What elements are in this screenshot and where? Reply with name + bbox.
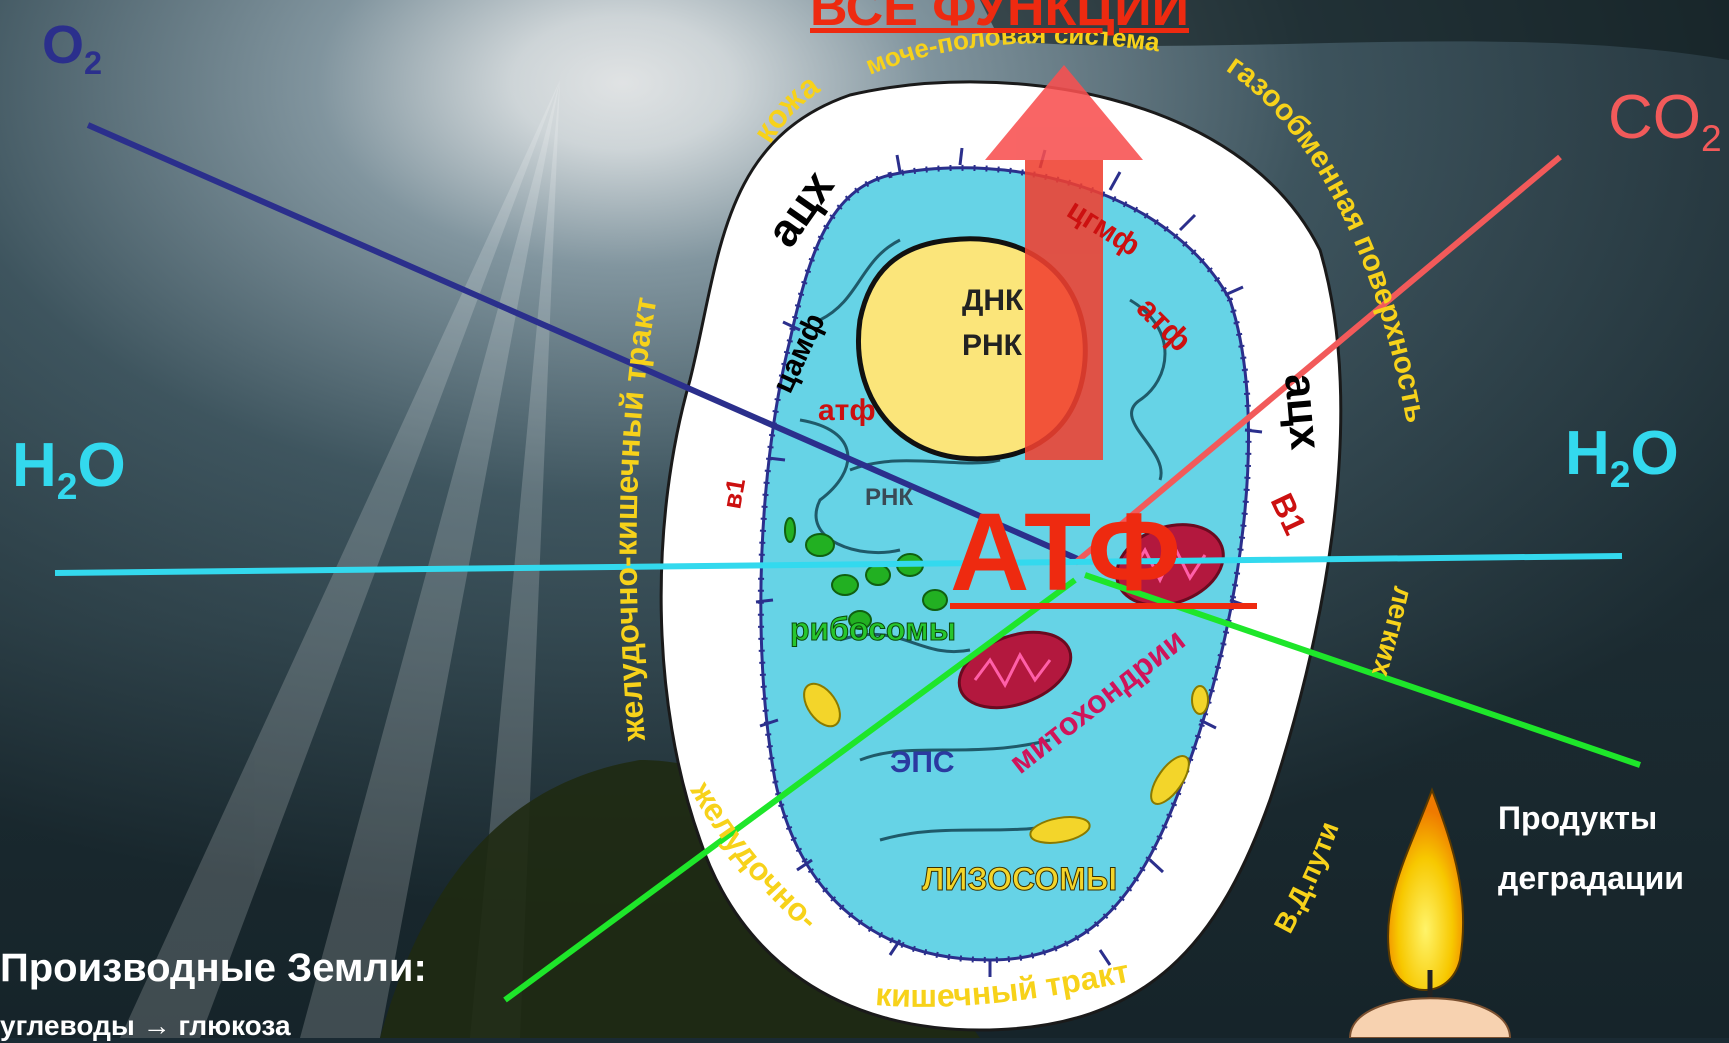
- atp-main-label: АТФ: [950, 491, 1181, 614]
- dark-clouds: [980, 0, 1729, 60]
- h2o-left-post: O: [77, 431, 126, 500]
- eps-label: ЭПС: [890, 746, 955, 779]
- earth-sub: углеводы → глюкоза: [0, 1010, 291, 1041]
- nucleus-dna-label: ДНК: [962, 284, 1024, 317]
- b1-left-label: в1: [716, 476, 751, 511]
- membrane-cilia: [755, 147, 1263, 977]
- earth-derivatives-line: [503, 577, 1077, 1003]
- lysosomes-label: ЛИЗОСОМЫ: [922, 861, 1117, 897]
- lysosomes: [803, 682, 1209, 844]
- atp-arrow: [985, 65, 1143, 460]
- mitochondria: [957, 523, 1225, 710]
- co2-sub: 2: [1701, 117, 1722, 160]
- earth-title: Производные Земли:: [0, 946, 427, 990]
- title: ВСЕ ФУНКЦИИ: [810, 0, 1190, 37]
- candle-icon: [1348, 787, 1512, 1039]
- nucleus-rna-label: РНК: [962, 329, 1023, 362]
- h2o-line: [54, 553, 1623, 576]
- o2-line: [86, 122, 1082, 563]
- ach-right-label: ацх: [1275, 372, 1330, 452]
- h2o-left-pre: H: [12, 431, 57, 500]
- o2-sub: 2: [84, 45, 103, 82]
- o2-main: O: [42, 15, 85, 75]
- atp-main-underline: [950, 603, 1257, 609]
- o2-label: O2: [42, 14, 102, 81]
- h2o-right-pre: H: [1565, 419, 1610, 488]
- rnk-label: РНК: [865, 484, 913, 511]
- degradation-line2: деградации: [1498, 860, 1684, 896]
- ribosomes-label: рибосомы: [790, 611, 956, 647]
- h2o-right-label: H2O: [1565, 418, 1679, 495]
- co2-label: CO2: [1608, 82, 1722, 159]
- atp-small-left-label: атф: [818, 394, 876, 427]
- h2o-left-label: H2O: [12, 430, 126, 507]
- co2-main: CO: [1608, 83, 1701, 152]
- h2o-left-sub: 2: [56, 465, 78, 508]
- degradation-line1: Продукты: [1498, 800, 1658, 836]
- h2o-right-post: O: [1630, 419, 1679, 488]
- co2-line: [1073, 154, 1562, 566]
- h2o-right-sub: 2: [1609, 453, 1631, 496]
